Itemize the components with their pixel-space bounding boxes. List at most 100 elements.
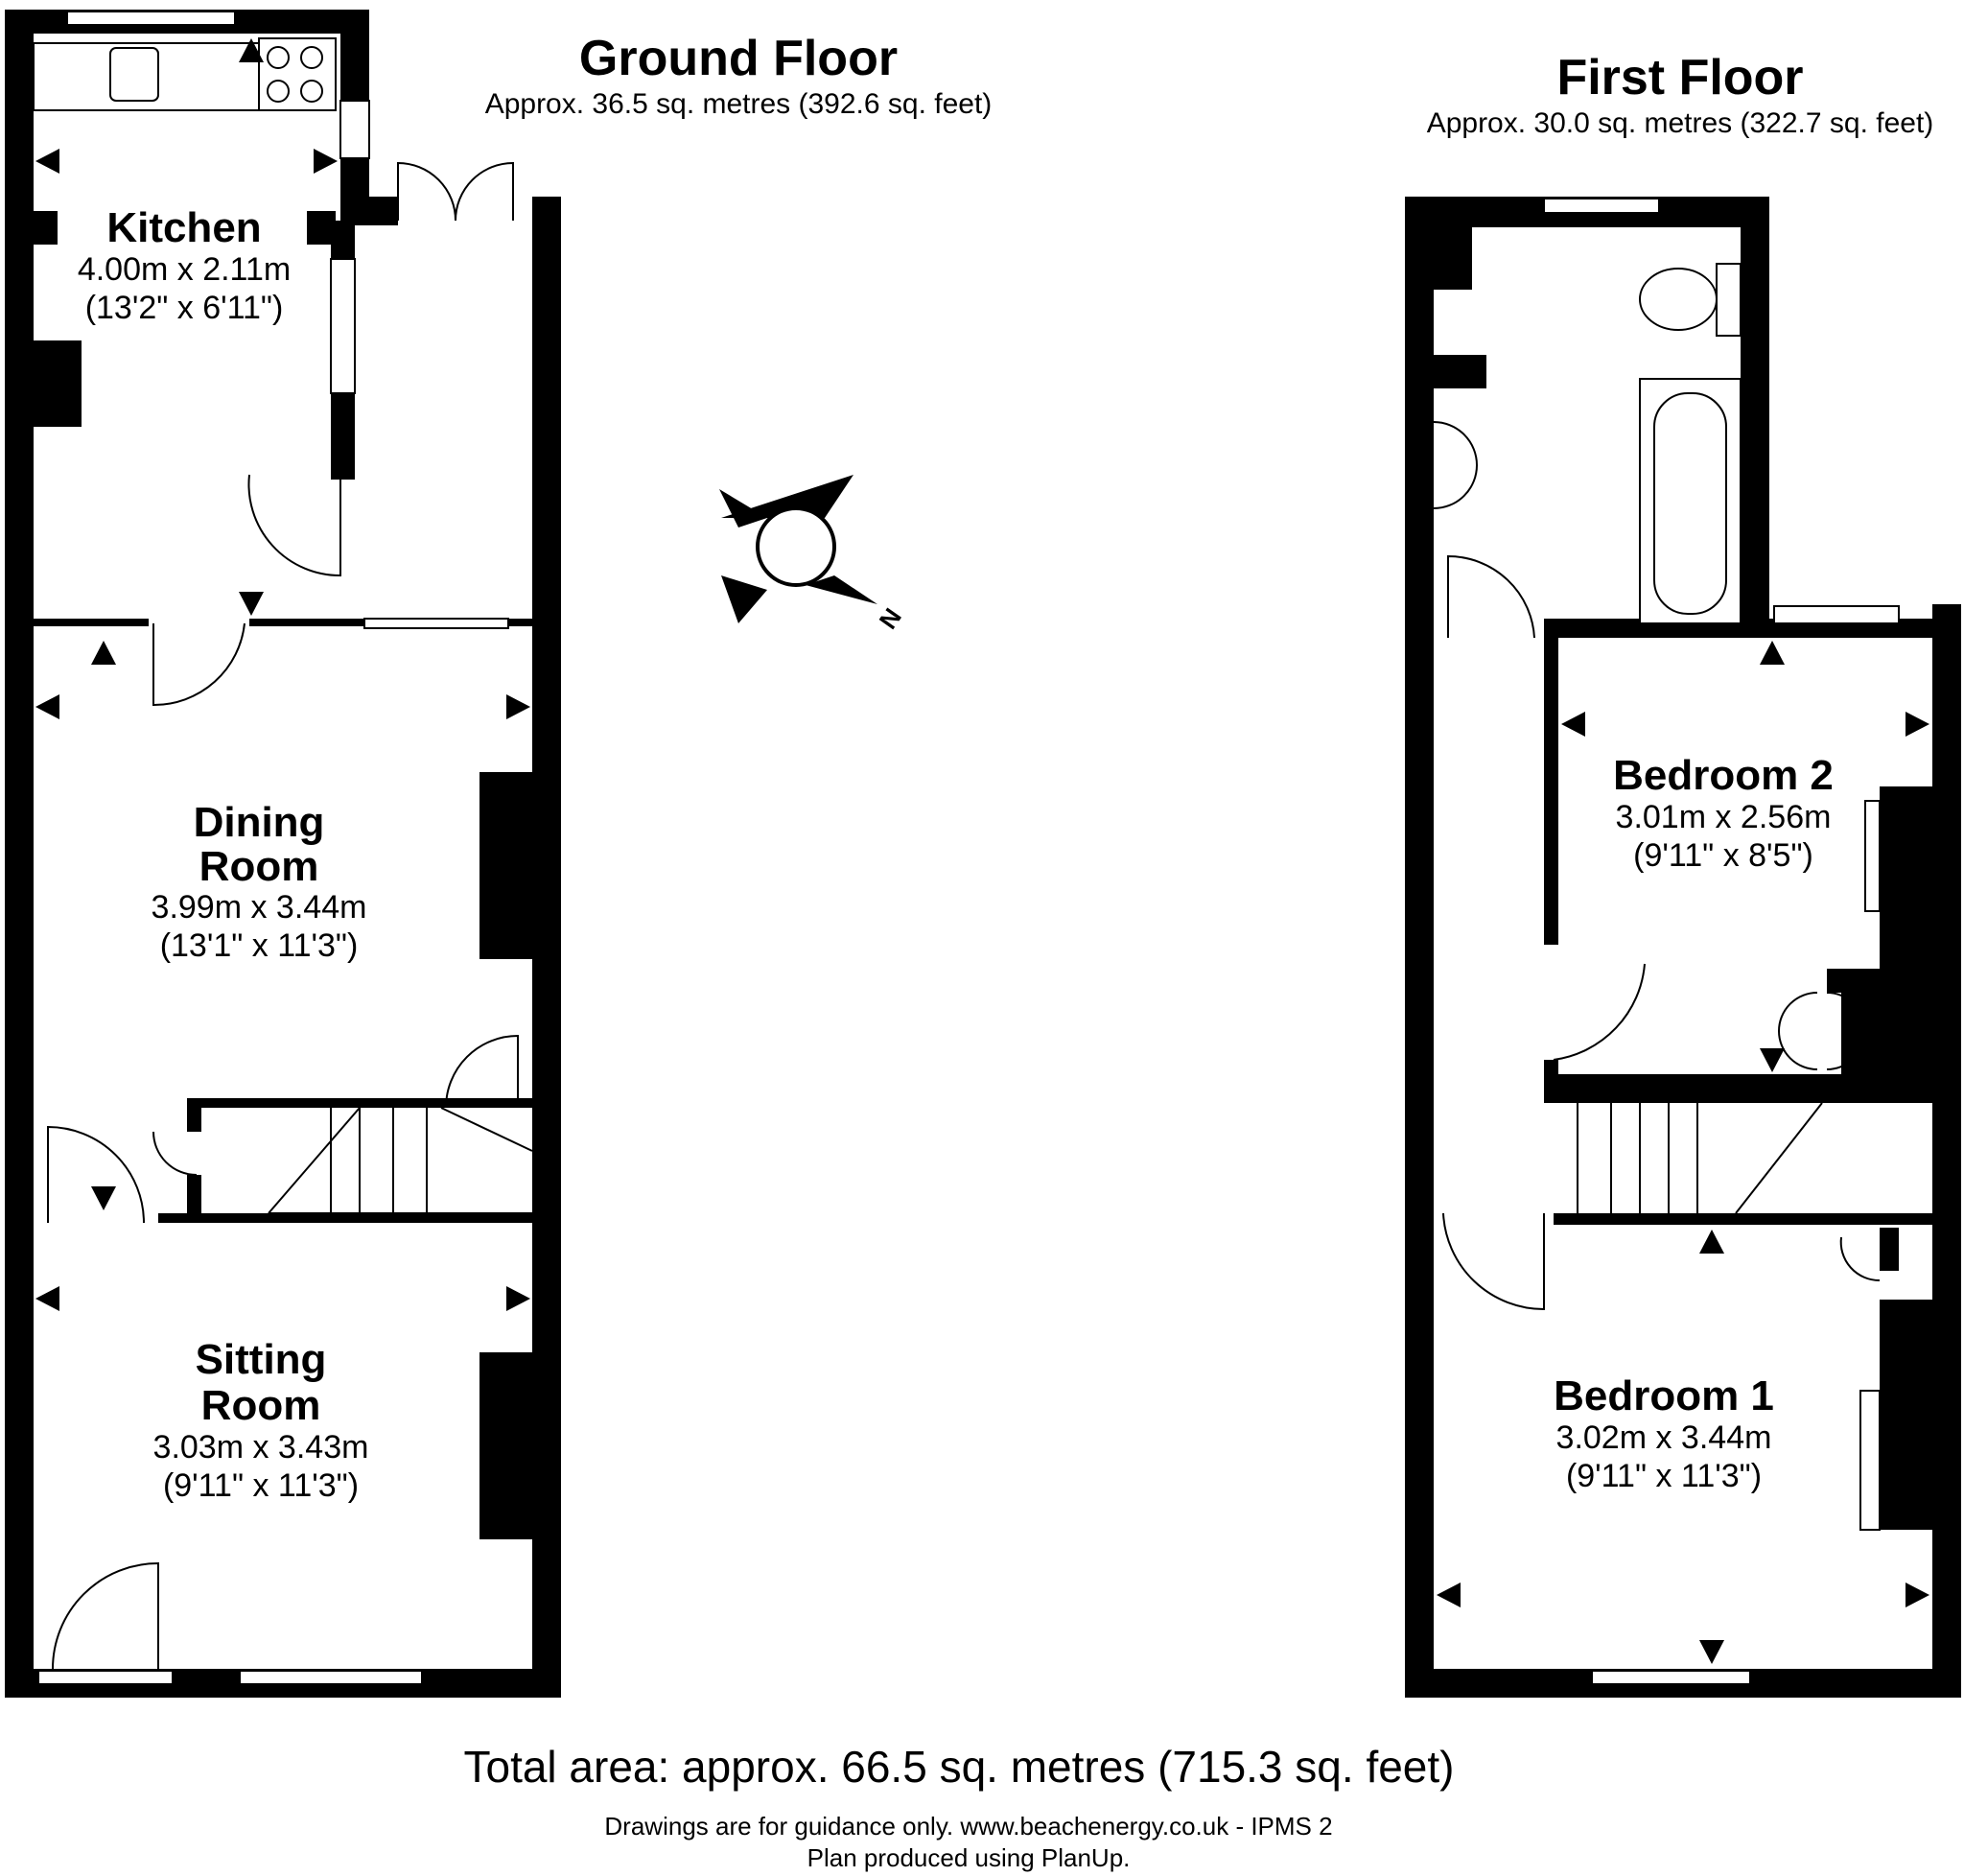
toilet-cistern [1716, 263, 1742, 337]
measure-arrow [1561, 712, 1585, 737]
wall [34, 619, 149, 626]
measure-arrow [1699, 1640, 1724, 1664]
hob-ring [300, 80, 323, 103]
door-swing [152, 622, 246, 707]
measure-arrow [506, 694, 530, 719]
window [330, 258, 356, 394]
window [239, 1670, 423, 1685]
chimney-breast [479, 1352, 532, 1539]
wall [1880, 1228, 1899, 1271]
wall [307, 211, 336, 245]
room-size-metric: 3.03m x 3.43m [153, 1429, 369, 1466]
room-size-metric: 3.01m x 2.56m [1616, 799, 1832, 835]
door-swing [1442, 1212, 1545, 1311]
room-size-imperial: (13'2" x 6'11") [85, 290, 284, 326]
window [1859, 1390, 1881, 1531]
room-name-kitchen: Kitchen [106, 204, 261, 251]
wall [1841, 988, 1932, 1074]
door-swing [397, 161, 514, 222]
door-swing [247, 474, 341, 577]
total-area: Total area: approx. 66.5 sq. metres (715… [463, 1742, 1454, 1792]
room-name-sitting: Sitting [196, 1336, 327, 1383]
compass-point [806, 575, 877, 604]
wall [1544, 619, 1558, 945]
wall [1932, 604, 1961, 1698]
wall [1405, 197, 1434, 1698]
wall [1880, 1300, 1932, 1343]
window [1773, 605, 1900, 624]
door-swing [1553, 963, 1646, 1061]
window [37, 1670, 174, 1685]
chimney-breast [479, 772, 532, 959]
ground-floor-title: Ground Floor [579, 31, 898, 86]
compass-north-label: N [874, 603, 907, 635]
compass-point [721, 575, 767, 623]
stairs [268, 1107, 533, 1214]
window [1543, 198, 1660, 214]
measure-arrow [506, 1286, 530, 1311]
wall [187, 1098, 532, 1108]
wall [1434, 355, 1486, 388]
measure-arrow [314, 149, 338, 174]
stairs [1577, 1102, 1823, 1214]
door-swing [52, 1561, 159, 1670]
measure-arrow [35, 149, 59, 174]
wall [1554, 1213, 1932, 1225]
room-size-metric: 4.00m x 2.11m [78, 251, 291, 288]
ground-floor-plan: Kitchen 4.00m x 2.11m (13'2" x 6'11") Di… [5, 10, 561, 1698]
first-floor-plan: Bedroom 2 3.01m x 2.56m (9'11" x 8'5") B… [1405, 197, 1961, 1698]
hob-ring [300, 46, 323, 69]
compass-circle [756, 506, 836, 587]
window [66, 11, 236, 26]
door-swing [47, 1125, 145, 1224]
bath-icon [1639, 378, 1742, 624]
compass-point [719, 489, 767, 528]
room-size-metric: 3.02m x 3.44m [1556, 1419, 1772, 1456]
measure-arrow [1437, 1583, 1461, 1607]
measure-arrow [239, 592, 264, 616]
measure-arrow [35, 1286, 59, 1311]
wall [187, 1175, 201, 1223]
window [1591, 1670, 1751, 1685]
room-name-bedroom-2: Bedroom 2 [1613, 752, 1834, 799]
door-swing [1839, 1236, 1881, 1282]
measure-arrow [1906, 712, 1929, 737]
room-size-metric: 3.99m x 3.44m [152, 889, 367, 926]
wall [187, 1098, 201, 1132]
window [339, 100, 370, 159]
measure-arrow [1906, 1583, 1929, 1607]
wall [34, 340, 82, 427]
room-size-imperial: (9'11" x 8'5") [1633, 837, 1813, 874]
wall [532, 197, 561, 1698]
wall [34, 211, 58, 245]
bath-inner [1653, 392, 1727, 615]
window [363, 618, 509, 629]
footer-disclaimer: Drawings are for guidance only. www.beac… [604, 1812, 1332, 1841]
room-name-bedroom-1: Bedroom 1 [1554, 1372, 1774, 1419]
measure-arrow [91, 1186, 116, 1210]
door-swing [1447, 554, 1535, 639]
first-floor-area: Approx. 30.0 sq. metres (322.7 sq. feet) [1427, 107, 1934, 139]
window [1864, 800, 1881, 912]
measure-arrow [1760, 641, 1785, 665]
compass-icon: N [719, 475, 907, 634]
door-swing [152, 1131, 198, 1176]
wall [1434, 227, 1472, 290]
chimney-breast [1880, 1338, 1932, 1530]
room-size-imperial: (13'1" x 11'3") [160, 927, 359, 964]
room-name-dining-line2: Room [199, 843, 319, 890]
hob-ring [267, 46, 290, 69]
measure-arrow [91, 641, 116, 665]
hob-ring [267, 80, 290, 103]
basin-icon [1433, 421, 1478, 509]
compass-point [721, 475, 853, 518]
ground-floor-area: Approx. 36.5 sq. metres (392.6 sq. feet) [485, 88, 993, 120]
wall [1544, 1074, 1932, 1103]
measure-arrow [1699, 1230, 1724, 1254]
wall [5, 10, 34, 1698]
room-size-imperial: (9'11" x 11'3") [1566, 1458, 1762, 1494]
room-name-sitting-line2: Room [201, 1382, 321, 1429]
room-size-imperial: (9'11" x 11'3") [163, 1467, 359, 1504]
toilet-icon [1639, 268, 1718, 331]
room-name-dining: Dining [194, 799, 325, 846]
